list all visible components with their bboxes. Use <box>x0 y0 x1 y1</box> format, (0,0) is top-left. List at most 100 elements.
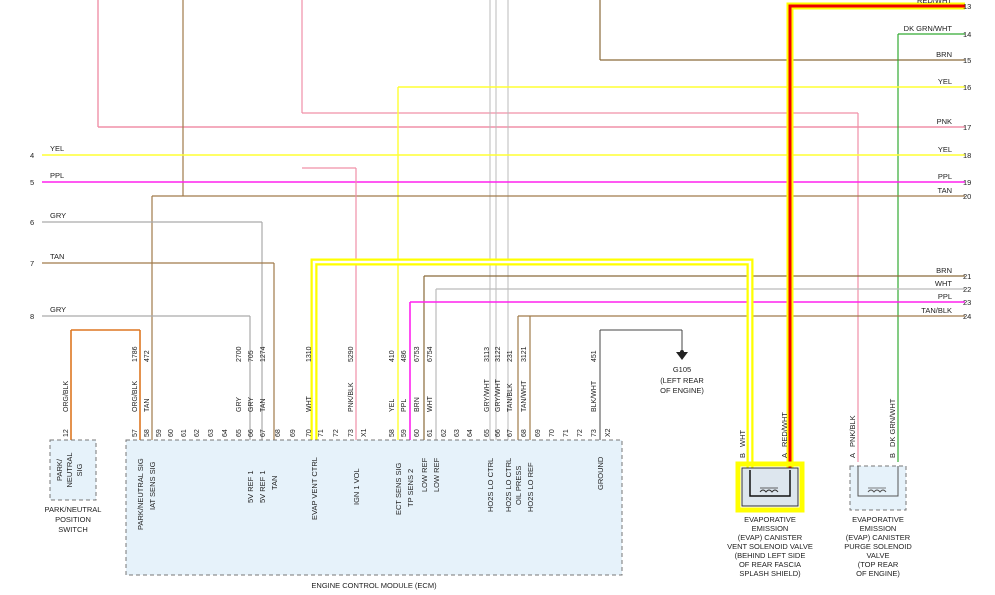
circuit-number: 3122 <box>495 346 502 362</box>
pin-number: 59 <box>156 429 163 437</box>
pin-number: 60 <box>168 429 175 437</box>
svg-text:EMISSION: EMISSION <box>752 524 789 533</box>
pin-number: 63 <box>454 429 461 437</box>
svg-text:VENT SOLENOID VALVE: VENT SOLENOID VALVE <box>727 542 813 551</box>
circuit-number: 6753 <box>414 346 421 362</box>
pin-number: 58 <box>144 429 151 437</box>
circuit-number: 231 <box>507 350 514 362</box>
pin-number: 67 <box>260 429 267 437</box>
evap-vent-valve <box>741 467 799 507</box>
left-wire-num: 5 <box>30 178 34 187</box>
right-wire-num: 17 <box>963 123 971 132</box>
pin-number: 57 <box>132 429 139 437</box>
pin-number: 64 <box>467 429 474 437</box>
right-wire-color: BRN <box>936 50 952 59</box>
pin-number: 67 <box>507 429 514 437</box>
right-wire-color: TAN/BLK <box>921 306 952 315</box>
svg-text:(EVAP) CANISTER: (EVAP) CANISTER <box>846 533 911 542</box>
ecm-fn-ho2s-b: HO2S LO CTRL <box>504 458 513 512</box>
pin-number: 71 <box>563 429 570 437</box>
right-wire-num: 13 <box>963 2 971 11</box>
svg-text:OF REAR FASCIA: OF REAR FASCIA <box>739 560 801 569</box>
pin-number: 70 <box>306 429 313 437</box>
ecm-fn-iat: IAT SENS SIG <box>148 461 157 510</box>
pin-number: 70 <box>549 429 556 437</box>
circuit-number: 451 <box>591 350 598 362</box>
purge-pin-a-color: PNK/BLK <box>848 415 857 447</box>
left-wire-num: 4 <box>30 151 34 160</box>
vent-pin-a: A <box>780 453 789 458</box>
ecm-fn-oil: OIL PRESS <box>514 466 523 505</box>
pin-number: 65 <box>236 429 243 437</box>
pin-number: 62 <box>441 429 448 437</box>
park-switch-caption-3: SWITCH <box>58 525 88 534</box>
park-switch-label-2: NEUTRAL <box>65 452 74 487</box>
vent-pin-b-color: WHT <box>738 430 747 447</box>
purge-valve-caption: EVAPORATIVE EMISSION (EVAP) CANISTER PUR… <box>844 515 912 578</box>
left-wire-num: 7 <box>30 259 34 268</box>
wire-color-label: GRY <box>248 397 255 412</box>
ground-caption-2: OF ENGINE) <box>660 386 704 395</box>
wire-color-label: ORG/BLK <box>63 381 70 412</box>
right-wire-num: 24 <box>963 312 971 321</box>
pin-number: 72 <box>333 429 340 437</box>
right-wire-num: 22 <box>963 285 971 294</box>
circuit-number: 3121 <box>521 346 528 362</box>
pin-number: 72 <box>577 429 584 437</box>
svg-text:EVAPORATIVE: EVAPORATIVE <box>852 515 904 524</box>
ecm-functions: PARK/NEUTRAL SIG IAT SENS SIG 5V REF 1 5… <box>136 456 605 530</box>
wire-color-label: BRN <box>414 397 421 412</box>
purge-coil-icon <box>867 489 887 493</box>
right-wire-color: YEL <box>938 77 952 86</box>
right-wire-color: WHT <box>935 279 952 288</box>
wire-color-label: TAN/BLK <box>507 383 514 412</box>
right-wire-color: PPL <box>938 292 952 301</box>
pin-number: 68 <box>521 429 528 437</box>
svg-text:(EVAP) CANISTER: (EVAP) CANISTER <box>738 533 803 542</box>
vent-valve-caption: EVAPORATIVE EMISSION (EVAP) CANISTER VEN… <box>727 515 813 578</box>
wire-color-label: PNK/BLK <box>348 382 355 412</box>
right-wire-color: YEL <box>938 145 952 154</box>
svg-text:SPLASH SHIELD): SPLASH SHIELD) <box>739 569 801 578</box>
purge-pin-b: B <box>888 453 897 458</box>
right-wire-color: PNK <box>937 117 952 126</box>
svg-text:VALVE: VALVE <box>866 551 889 560</box>
pin-number: 60 <box>414 429 421 437</box>
ecm-fn-5vref-a: 5V REF 1 <box>246 470 255 503</box>
right-wire-color: TAN <box>938 186 952 195</box>
svg-text:EVAPORATIVE: EVAPORATIVE <box>744 515 796 524</box>
wire-color-label: GRY <box>236 397 243 412</box>
circuit-number: 705 <box>248 350 255 362</box>
svg-text:(BEHIND LEFT SIDE: (BEHIND LEFT SIDE <box>735 551 806 560</box>
pin-number: 61 <box>427 429 434 437</box>
right-wire-num: 21 <box>963 272 971 281</box>
pin-number: 73 <box>348 429 355 437</box>
left-wire-color: GRY <box>50 211 66 220</box>
circuit-number: 3113 <box>484 347 491 362</box>
ecm-fn-lowref-b: LOW REF <box>432 457 441 492</box>
circuit-number: 1786 <box>132 346 139 362</box>
pin-number: 59 <box>401 429 408 437</box>
ecm-fn-park-neutral: PARK/NEUTRAL SIG <box>136 458 145 530</box>
wire-color-label: YEL <box>389 399 396 412</box>
pin-number: 68 <box>275 429 282 437</box>
vent-pin-b: B <box>738 453 747 458</box>
ecm-title: ENGINE CONTROL MODULE (ECM) <box>311 581 437 590</box>
pin-number: 66 <box>495 429 502 437</box>
circuit-number: 410 <box>389 350 396 362</box>
svg-text:OF ENGINE): OF ENGINE) <box>856 569 900 578</box>
ecm-fn-ground: GROUND <box>596 456 605 490</box>
circuit-number: 1310 <box>306 346 313 362</box>
svg-text:EMISSION: EMISSION <box>860 524 897 533</box>
right-wire-color: DK GRN/WHT <box>904 24 953 33</box>
circuit-number: 6754 <box>427 346 434 362</box>
wire-color-label: WHT <box>306 395 313 412</box>
pin-number: X2 <box>605 428 612 437</box>
park-neutral-switch <box>49 439 97 501</box>
left-wire-color: PPL <box>50 171 64 180</box>
wire-wht-vent-ctrl <box>312 260 752 470</box>
